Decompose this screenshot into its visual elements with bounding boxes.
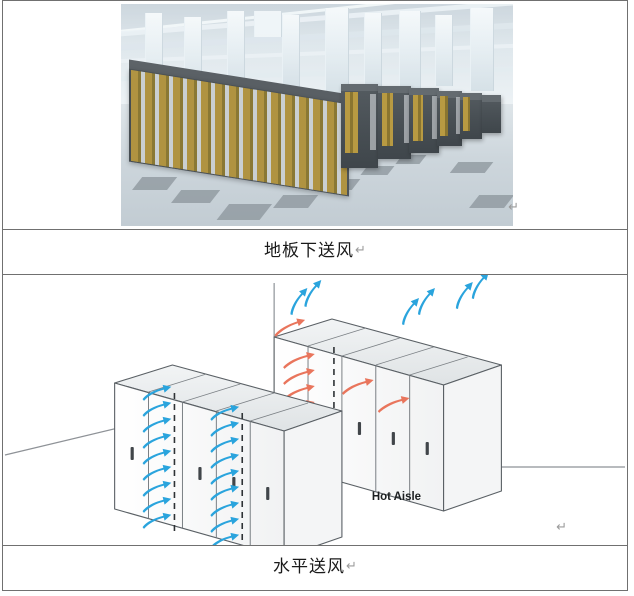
- paragraph-mark-photo: ↵: [508, 200, 519, 215]
- horizontal-air-supply-diagram: Hot Aisle: [4, 275, 626, 545]
- cabinet-top: [481, 95, 502, 103]
- ceiling-duct: [324, 8, 349, 93]
- cabinet-door: [369, 94, 376, 150]
- cabinet-door: [432, 96, 437, 139]
- table-row-caption-horizontal: 水平送风↵: [2, 545, 628, 591]
- server-cabinet: [377, 86, 412, 160]
- underfloor-air-supply-photo: [121, 4, 513, 226]
- cold-air-arrows-top: [283, 275, 494, 326]
- cabinet-panel: [462, 97, 470, 131]
- caption-cell-horizontal: 水平送风↵: [2, 545, 628, 591]
- ceiling-duct: [281, 15, 300, 89]
- ceiling-duct: [364, 12, 383, 89]
- ceiling-duct: [254, 10, 283, 38]
- cabinet-top: [409, 88, 439, 96]
- cabinet-panel: [439, 96, 449, 137]
- ceiling-duct: [469, 8, 494, 91]
- ceiling-duct: [226, 10, 245, 91]
- paragraph-mark-diagram: ↵: [556, 520, 567, 535]
- cabinet-top: [460, 92, 482, 100]
- ceiling-duct: [399, 10, 422, 91]
- cabinet-top: [377, 86, 412, 94]
- cabinet-panel: [344, 92, 358, 154]
- caption-horizontal-text: 水平送风: [273, 557, 346, 577]
- figure-table: ↵ 地板下送风↵: [2, 0, 628, 591]
- rack-end-front: [283, 410, 343, 545]
- ceiling-duct: [434, 15, 453, 87]
- paragraph-mark-caption-underfloor: ↵: [355, 243, 366, 258]
- table-row-caption-underfloor: 地板下送风↵: [2, 229, 628, 275]
- cabinet-top: [340, 83, 378, 91]
- table-row-diagram: Hot Aisle ↵: [2, 274, 628, 546]
- cabinet-door: [403, 94, 410, 144]
- table-row-photo: ↵: [2, 0, 628, 230]
- server-cabinet: [409, 88, 439, 153]
- cabinet-panel: [381, 93, 394, 147]
- server-cabinet: [436, 90, 463, 147]
- photo-cell: ↵: [2, 0, 628, 230]
- caption-underfloor-text: 地板下送风: [264, 241, 355, 261]
- diagram-cell: Hot Aisle ↵: [2, 274, 628, 546]
- hot-aisle-label: Hot Aisle: [372, 491, 421, 503]
- axis-left-horizontal: [4, 424, 131, 456]
- caption-cell-underfloor: 地板下送风↵: [2, 229, 628, 275]
- server-cabinet: [460, 92, 482, 140]
- paragraph-mark-caption-horizontal: ↵: [346, 559, 357, 574]
- server-cabinet: [340, 83, 378, 169]
- cabinet-top: [436, 90, 463, 98]
- server-cabinet: [481, 95, 502, 133]
- cabinet-door: [456, 97, 461, 134]
- rack-end-back: [443, 364, 502, 512]
- cabinet-panel: [412, 94, 423, 142]
- photo-canvas: [121, 4, 513, 226]
